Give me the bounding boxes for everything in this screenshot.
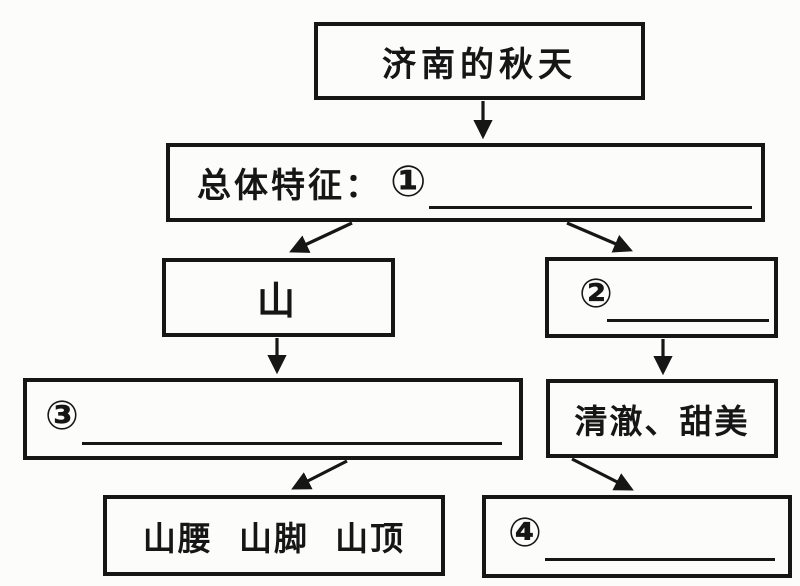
numeral-4: ④ (508, 510, 542, 555)
node-blank-2: ② (545, 257, 778, 338)
node-mountain-parts-label: 山腰 山脚 山顶 (142, 519, 406, 557)
node-blank-4: ④ (482, 495, 792, 578)
connector-overall-mountain (289, 221, 353, 253)
blank-line-4 (545, 558, 775, 561)
node-water-quality: 清澈、甜美 (546, 379, 778, 458)
node-blank-3: ③ (23, 378, 523, 460)
connector-n3-levels (291, 459, 348, 490)
node-overall-label: 总体特征： (197, 167, 382, 205)
node-overall-feature: 总体特征： ① (166, 143, 765, 222)
numeral-3: ③ (45, 394, 79, 438)
numeral-2: ② (579, 271, 613, 316)
node-root: 济南的秋天 (314, 22, 645, 100)
node-root-label: 济南的秋天 (382, 45, 577, 84)
connector-water-n4 (571, 457, 634, 491)
node-mountain-label: 山 (256, 281, 300, 323)
node-water-label: 清澈、甜美 (574, 402, 750, 440)
numeral-1: ① (390, 158, 427, 206)
connector-overall-n2 (566, 221, 633, 253)
node-mountain: 山 (162, 258, 395, 337)
blank-line-3 (82, 442, 502, 445)
node-mountain-parts: 山腰 山脚 山顶 (103, 495, 445, 576)
blank-line-2 (607, 319, 769, 322)
blank-line-1 (429, 206, 752, 209)
